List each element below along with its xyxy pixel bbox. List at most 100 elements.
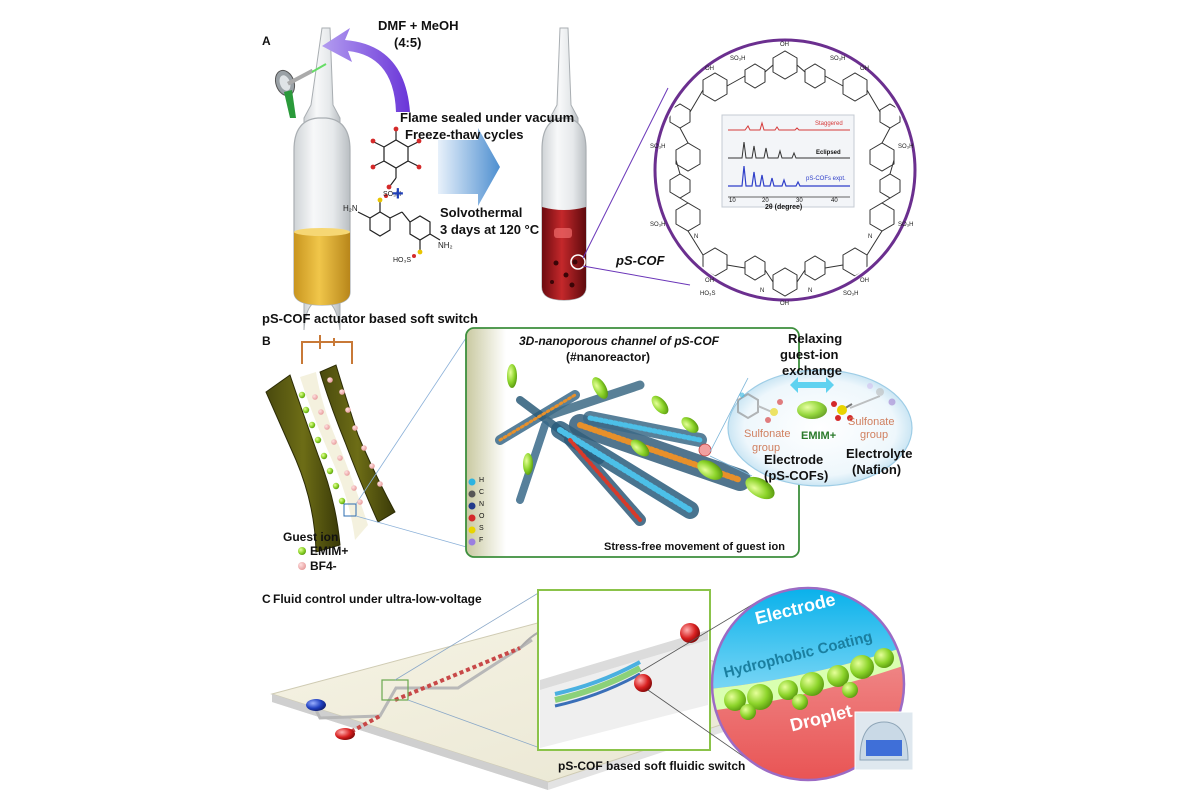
element-s: S — [479, 525, 484, 532]
element-f: F — [479, 537, 484, 544]
xrd-staggered-trace — [728, 121, 850, 131]
xrd-tick-40: 40 — [831, 198, 838, 204]
aldehyde-molecule — [373, 130, 419, 187]
zoom-line-c1 — [394, 591, 541, 681]
guest-ion-title: Guest ion — [283, 530, 339, 544]
zoom-line-a1 — [582, 87, 669, 259]
bubble-emim — [797, 401, 827, 419]
svg-text:N: N — [760, 288, 764, 294]
exchange-line-2: guest-ion — [780, 347, 839, 362]
svg-text:SO₃H: SO₃H — [650, 144, 665, 150]
element-h: H — [479, 477, 485, 484]
aldehyde-atoms — [370, 126, 422, 190]
svg-text:SO₃H: SO₃H — [650, 222, 665, 228]
actuator — [265, 335, 396, 553]
zoom-line-b4 — [709, 455, 753, 477]
element-o: O — [479, 513, 485, 520]
electrode-line-1: Electrode — [764, 452, 824, 467]
sulfonate-right-2: group — [860, 429, 889, 441]
bubble-molecules — [737, 383, 896, 423]
guest-bf4-label: BF4- — [310, 559, 337, 573]
interface-zoom — [710, 586, 914, 782]
solvent-ratio: (4:5) — [394, 35, 422, 50]
electrode-line-2: (pS-COFs) — [764, 468, 829, 483]
exchange-arrow — [790, 377, 834, 393]
emim-center: EMIM+ — [801, 430, 837, 442]
xrd-tick-20: 20 — [762, 198, 769, 204]
actuator-left-electrode — [265, 374, 341, 553]
electrolyte-line-2: (Nafion) — [852, 462, 902, 477]
channel-subtitle: (#nanoreactor) — [566, 350, 651, 364]
zoom-line-c2 — [407, 699, 541, 749]
zoom-line-a2 — [582, 265, 691, 286]
exchange-bubble — [727, 369, 913, 487]
svg-text:N: N — [808, 288, 812, 294]
bubble-sulfonate-right — [831, 401, 853, 421]
seal-line-2: Freeze-thaw cycles — [405, 127, 524, 142]
sulfonate-left-1: Sulfonate — [744, 428, 791, 440]
panel-a-label: A — [262, 34, 271, 48]
svg-text:SO₃H: SO₃H — [898, 144, 913, 150]
nh2-left: H₂N — [343, 204, 358, 213]
svg-text:OH: OH — [705, 278, 714, 284]
svg-text:OH: OH — [705, 66, 714, 72]
panel-c-title: Fluid control under ultra-low-voltage — [273, 592, 482, 606]
switch-channel — [540, 623, 708, 748]
svg-text:SO₃H: SO₃H — [898, 222, 913, 228]
reaction-arrow — [438, 128, 500, 206]
amine-atoms — [377, 194, 423, 258]
xrd-legend-expt: pS-COFs expt. — [806, 176, 846, 182]
solvothermal-line-1: Solvothermal — [440, 205, 523, 220]
stress-free-caption: Stress-free movement of guest ion — [604, 541, 785, 553]
exchange-line-1: Relaxing — [788, 331, 843, 346]
seal-line-1: Flame sealed under vacuum — [400, 110, 575, 125]
svg-text:SO₃H: SO₃H — [843, 291, 858, 297]
element-legend — [468, 478, 476, 546]
sulfonate-left-2: group — [752, 442, 781, 454]
xrd-inset — [721, 114, 855, 208]
exchange-line-3: exchange — [782, 363, 842, 378]
xrd-xlabel: 2θ (degree) — [765, 204, 803, 211]
zoom-line-b2 — [355, 515, 471, 549]
zoom-line-c4 — [647, 689, 761, 769]
element-n: N — [479, 501, 485, 508]
panel-b-label: B — [262, 334, 271, 348]
actuator-ions — [298, 377, 383, 505]
sulfonate-right-1: Sulfonate — [848, 416, 895, 428]
element-c: C — [479, 489, 485, 496]
zoom-line-b1 — [355, 331, 471, 505]
so3h-bottom: HO₃S — [393, 257, 411, 264]
panel-b-title: pS-COF actuator based soft switch — [262, 311, 478, 326]
zoom-line-b3 — [709, 377, 749, 453]
svg-text:OH: OH — [780, 42, 789, 48]
so3h-top: SO₃H — [383, 191, 401, 198]
product-label: pS-COF — [616, 253, 665, 268]
panel-c-label: C — [262, 592, 271, 606]
torch-icon — [274, 63, 327, 118]
svg-text:SO₃H: SO₃H — [830, 56, 845, 62]
svg-text:N: N — [868, 234, 872, 240]
zoom-line-c3 — [639, 599, 761, 673]
electrolyte-line-1: Electrolyte — [846, 446, 913, 461]
xrd-legend-eclipsed: Eclipsed — [816, 150, 841, 156]
panel-c-caption: pS-COF based soft fluidic switch — [558, 759, 746, 773]
svg-text:SO₃H: SO₃H — [730, 56, 745, 62]
solvothermal-line-2: 3 days at 120 °C — [440, 222, 540, 237]
ampoule-right — [541, 27, 587, 301]
svg-text:OH: OH — [780, 301, 789, 307]
guest-emim-label: EMIM+ — [310, 544, 349, 558]
xrd-tick-30: 30 — [796, 198, 803, 204]
channel-title: 3D-nanoporous channel of pS-COF — [519, 334, 719, 348]
svg-text:N: N — [694, 234, 698, 240]
svg-text:OH: OH — [860, 278, 869, 284]
legend-bf4-dot — [298, 562, 306, 570]
solvent-label: DMF + MeOH — [378, 18, 459, 33]
xrd-tick-10: 10 — [729, 198, 736, 204]
xrd-legend-staggered: Staggered — [815, 121, 843, 127]
nh2-right: NH₂ — [438, 241, 453, 250]
svg-text:HO₃S: HO₃S — [700, 291, 715, 297]
emim-ions-channel — [507, 364, 775, 500]
